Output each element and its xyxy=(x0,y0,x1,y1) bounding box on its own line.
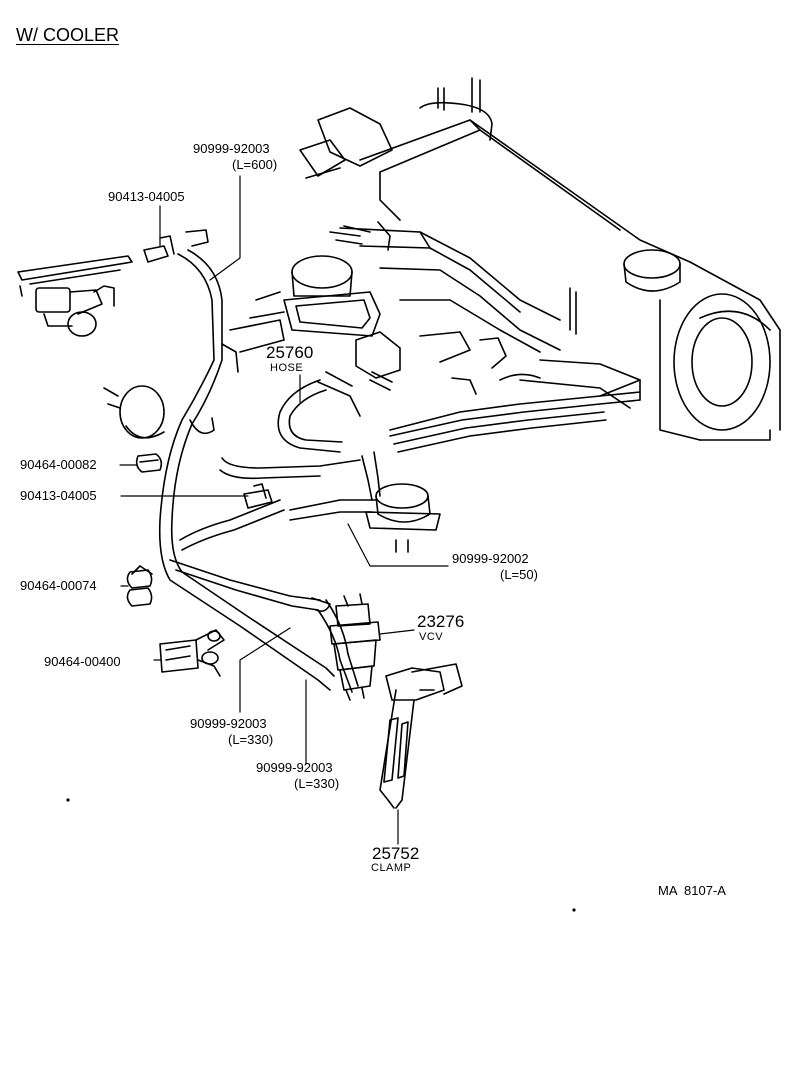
clip-00074-drawing xyxy=(126,565,153,607)
clamp-part-number: 25752 xyxy=(372,844,420,863)
hose-50-length: (L=50) xyxy=(500,567,538,582)
clip-00400-drawing xyxy=(159,629,225,677)
figure-code: MA 8107-A xyxy=(658,883,726,898)
joint-upper-drawing xyxy=(143,229,209,263)
clip-00082-drawing xyxy=(135,453,163,473)
vcv-name: VCV xyxy=(419,631,444,643)
joint-lower-drawing xyxy=(243,483,273,509)
joint-upper-part-number: 90413-04005 xyxy=(108,189,185,204)
hose-600-length: (L=600) xyxy=(232,157,278,172)
leader-lines xyxy=(119,175,449,845)
page-title: W/ COOLER xyxy=(16,25,120,45)
clip-00082-part-number: 90464-00082 xyxy=(20,457,97,472)
clamp-name: CLAMP xyxy=(371,862,412,874)
clip-00074-part-number: 90464-00074 xyxy=(20,578,97,593)
vcv-drawing xyxy=(329,593,381,701)
clamp-drawing xyxy=(379,663,463,809)
engine-block-drawing xyxy=(221,77,781,453)
hose-330a-length: (L=330) xyxy=(228,732,274,747)
hose-25760-part-number: 25760 xyxy=(266,343,314,362)
hose-330b-length: (L=330) xyxy=(294,776,340,791)
vacuum-diaphragm-drawing xyxy=(365,483,441,553)
vcv-part-number: 23276 xyxy=(417,612,465,631)
vsv-bracket-drawing xyxy=(17,255,133,337)
hose-50-part-number: 90999-92002 xyxy=(452,551,529,566)
hose-lines xyxy=(158,249,381,693)
clip-00400-part-number: 90464-00400 xyxy=(44,654,121,669)
joint-lower-part-number: 90413-04005 xyxy=(20,488,97,503)
hose-330a-part-number: 90999-92003 xyxy=(190,716,267,731)
hose-600-part-number: 90999-92003 xyxy=(193,141,270,156)
hose-25760-name: HOSE xyxy=(270,362,304,374)
hose-330b-part-number: 90999-92003 xyxy=(256,760,333,775)
